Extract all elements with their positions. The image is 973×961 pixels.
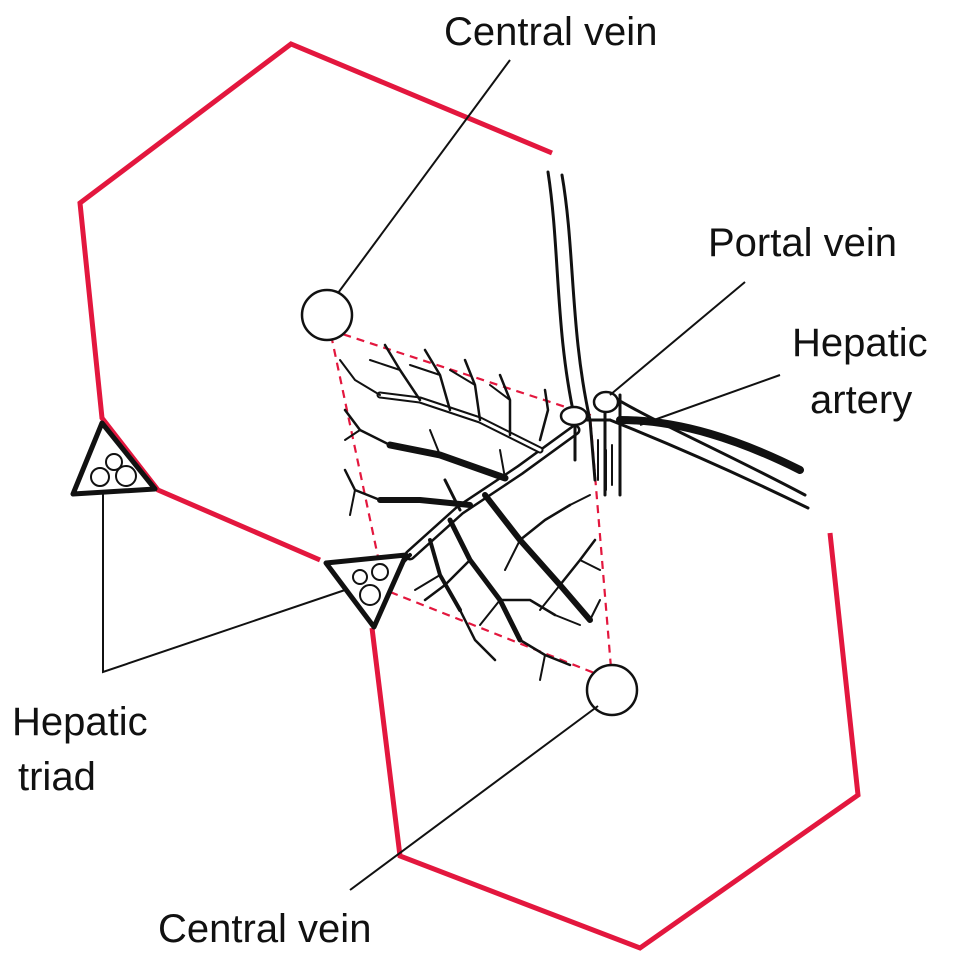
central-vein-bottom-label: Central vein — [158, 907, 371, 951]
leader-lines — [103, 60, 780, 890]
central-vein-top-circle — [302, 290, 352, 340]
hepatic-artery-label-line2: artery — [810, 378, 912, 422]
leader-portal-vein — [610, 282, 745, 395]
hepatic-artery-cross-section — [594, 392, 618, 412]
hepatic-triad-label-line2: triad — [18, 755, 96, 799]
hepatic-triad-label-line1: Hepatic — [12, 700, 148, 744]
hepatic-triad-center — [326, 555, 406, 627]
vessel-tree — [340, 345, 600, 680]
lower-lobule-outline — [372, 533, 858, 948]
leader-hepatic-artery — [640, 375, 780, 425]
hepatic-artery-label-line1: Hepatic — [792, 321, 928, 365]
leader-central-vein-top — [338, 60, 510, 293]
portal-vein-label: Portal vein — [708, 221, 897, 265]
central-vein-top-label: Central vein — [444, 10, 657, 54]
portal-vein-cross-section — [561, 407, 587, 425]
